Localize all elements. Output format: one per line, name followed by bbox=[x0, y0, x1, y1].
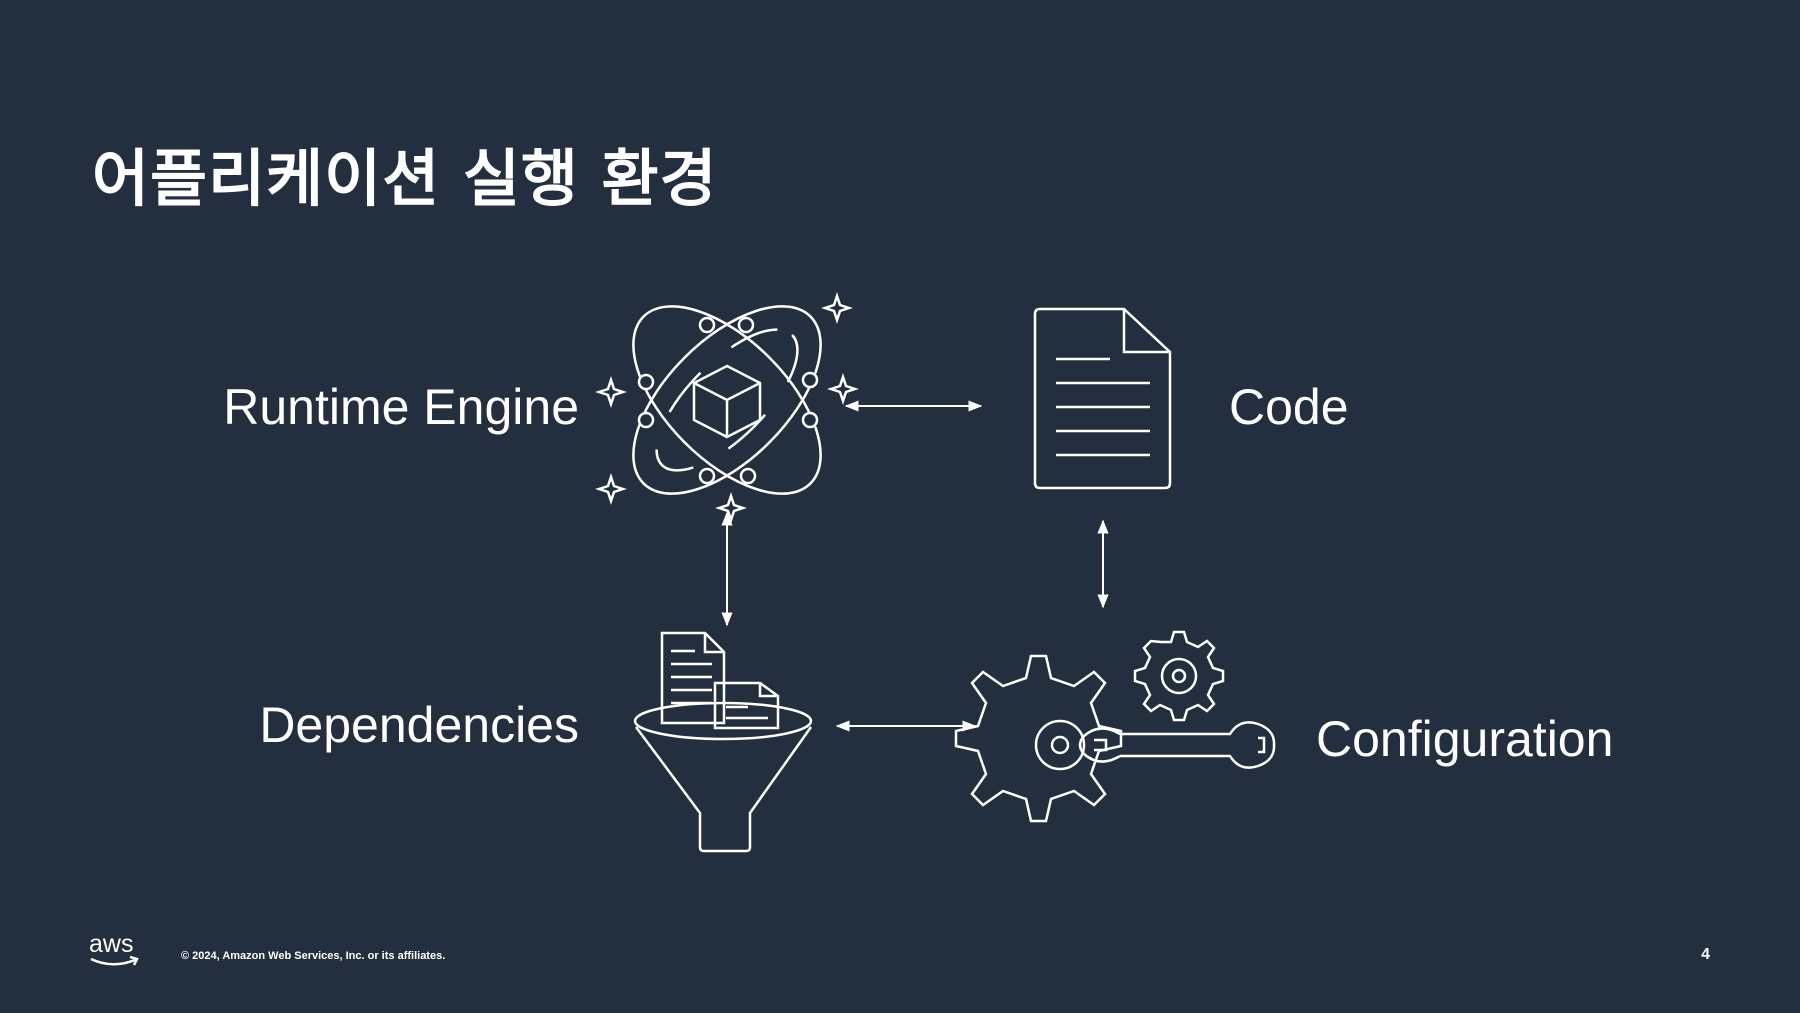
runtime-engine-icon bbox=[595, 292, 859, 524]
runtime-engine-label: Runtime Engine bbox=[223, 379, 579, 435]
page-number: 4 bbox=[1701, 946, 1710, 963]
code-document-icon bbox=[1033, 307, 1172, 490]
dependencies-funnel-icon bbox=[633, 631, 813, 853]
configuration-gears-icon bbox=[954, 630, 1276, 823]
code-label: Code bbox=[1229, 379, 1349, 435]
aws-logo: aws bbox=[88, 930, 148, 974]
slide-title: 어플리케이션 실행 환경 bbox=[92, 142, 718, 215]
copyright-text: © 2024, Amazon Web Services, Inc. or its… bbox=[181, 950, 446, 962]
dependencies-label: Dependencies bbox=[259, 697, 579, 753]
aws-logo-text: aws bbox=[89, 930, 133, 958]
configuration-label: Configuration bbox=[1316, 711, 1614, 767]
